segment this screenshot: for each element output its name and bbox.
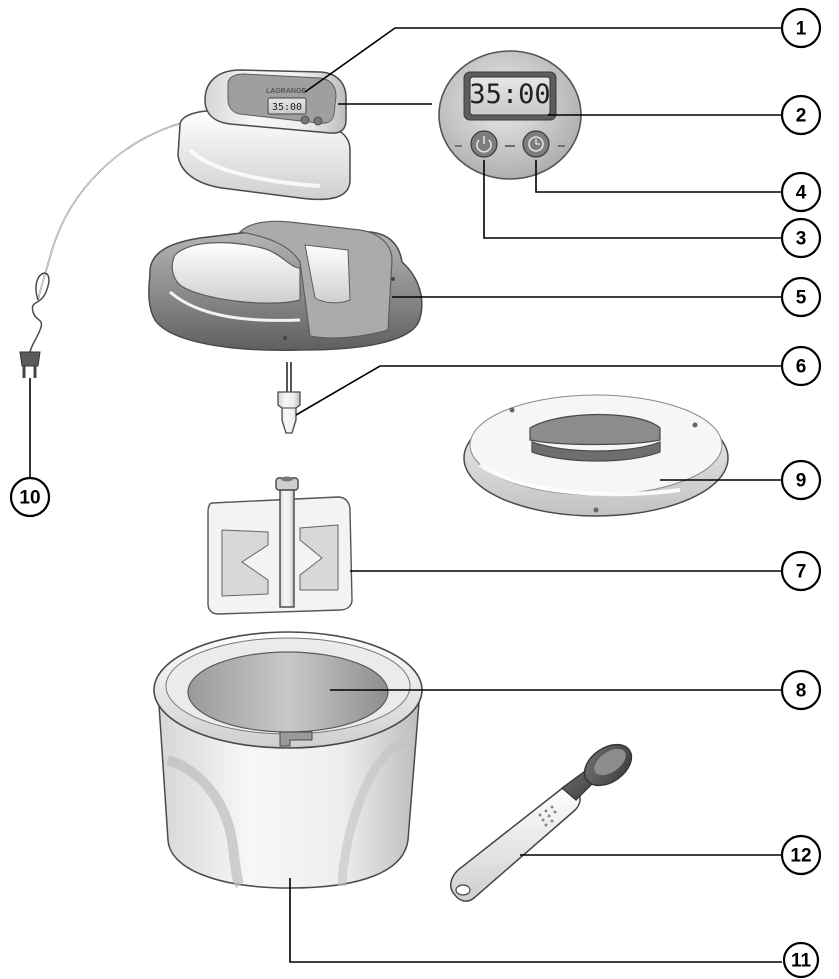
callout-2: 2 [780,94,822,136]
small-power-button [300,115,310,125]
lid [463,394,729,517]
callout-1: 1 [780,7,822,49]
power-icon [476,136,492,153]
lcd-display [469,76,551,116]
callout-6: 6 [780,345,822,387]
callout-12: 12 [780,834,822,876]
callout-6-label: 6 [796,357,807,378]
callout-4: 4 [780,171,822,213]
callout-1-label: 1 [796,19,807,40]
freezer-bowl [153,631,423,889]
power-cord [29,121,186,353]
callout-8-label: 8 [796,681,807,702]
callout-11-label: 11 [791,951,812,972]
callout-2-label: 2 [796,106,807,127]
callout-5: 5 [780,276,822,318]
timer-button [522,130,550,158]
callout-4-label: 4 [796,183,807,204]
small-timer-button [313,116,323,126]
callout-3-label: 3 [796,229,807,250]
callout-9: 9 [780,459,822,501]
ice-cream-scoop [450,743,633,902]
callout-10: 10 [9,476,51,518]
timer-icon [528,136,544,152]
callout-7: 7 [780,550,822,592]
callout-3: 3 [780,217,822,259]
brand-label: LAGRANGE [266,88,306,95]
paddle [207,476,353,615]
callout-7-label: 7 [796,562,807,583]
callout-9-label: 9 [796,471,807,492]
callout-12-label: 12 [790,846,811,867]
motor-unit: LAGRANGE 35:00 [177,69,351,201]
callout-11: 11 [782,941,820,979]
callout-10-label: 10 [19,488,40,509]
small-lcd-time: 35:00 [272,102,302,113]
lcd-time: 35:00 [469,79,550,110]
drive-adapter [277,362,301,434]
leader-lines [29,27,782,963]
small-lcd [267,97,307,115]
power-button [470,130,498,158]
callout-5-label: 5 [796,288,807,309]
callout-8: 8 [780,669,822,711]
drive-housing [148,220,423,351]
plug-icon [19,351,41,378]
